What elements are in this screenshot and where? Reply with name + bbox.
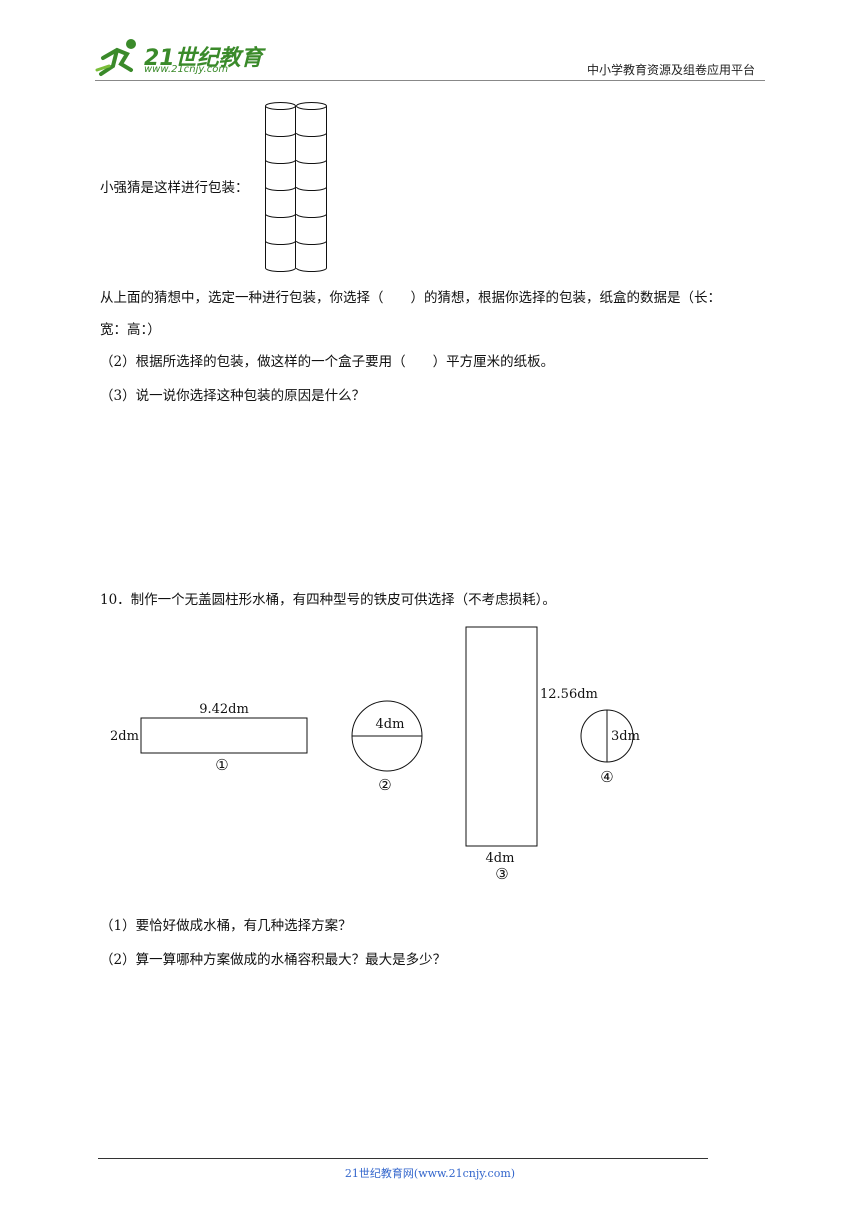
q9-choice-line1: 从上面的猜想中，选定一种进行包装，你选择（ ）的猜想，根据你选择的包装，纸盒的数… — [100, 290, 721, 306]
iron-sheets-figure: 9.42dm 2dm ① 4dm ② 12.56dm 4dm ③ 3dm ④ — [110, 626, 640, 883]
sheet3-height-label: 12.56dm — [540, 687, 598, 702]
footer-divider — [98, 1158, 708, 1159]
q9-part2: （2）根据所选择的包装，做这样的一个盒子要用（ ）平方厘米的纸板。 — [100, 354, 555, 370]
sheet1-width-label: 9.42dm — [199, 702, 249, 717]
q9-choice-line2: 宽：高：） — [100, 322, 161, 338]
q9-part3: （3）说一说你选择这种包装的原因是什么？ — [100, 388, 366, 404]
site-logo — [95, 36, 265, 78]
sheet3-rect — [465, 626, 538, 847]
q10-part1: （1）要恰好做成水桶，有几种选择方案？ — [100, 918, 352, 934]
logo-name: 21世纪教育 — [144, 46, 263, 71]
footer-link[interactable]: 21世纪教育网(www.21cnjy.com) — [344, 1167, 516, 1180]
q10-stem: 10．制作一个无盖圆柱形水桶，有四种型号的铁皮可供选择（不考虑损耗）。 — [100, 592, 556, 608]
header-platform-text: 中小学教育资源及组卷应用平台 — [586, 63, 755, 77]
sheet4-diameter-label: 3dm — [611, 729, 640, 744]
sheet3-number: ③ — [495, 865, 508, 883]
sheet1-number: ① — [215, 756, 228, 774]
sheet4-number: ④ — [600, 768, 613, 786]
sheet2-diameter-label: 4dm — [376, 717, 405, 732]
q10-part2: （2）算一算哪种方案做成的水桶容积最大？最大是多少？ — [100, 952, 447, 968]
stacked-cans-figure — [265, 102, 327, 272]
sheet3-width-label: 4dm — [486, 851, 515, 866]
header-divider — [95, 80, 765, 81]
sheet1-height-label: 2dm — [110, 729, 139, 744]
sheet1-rect — [140, 717, 308, 754]
logo-url: www.21cnjy.com — [144, 64, 229, 75]
sheet2-number: ② — [378, 776, 391, 794]
runner-logo-icon — [95, 39, 136, 76]
guess-label: 小强猜是这样进行包装： — [100, 180, 249, 196]
